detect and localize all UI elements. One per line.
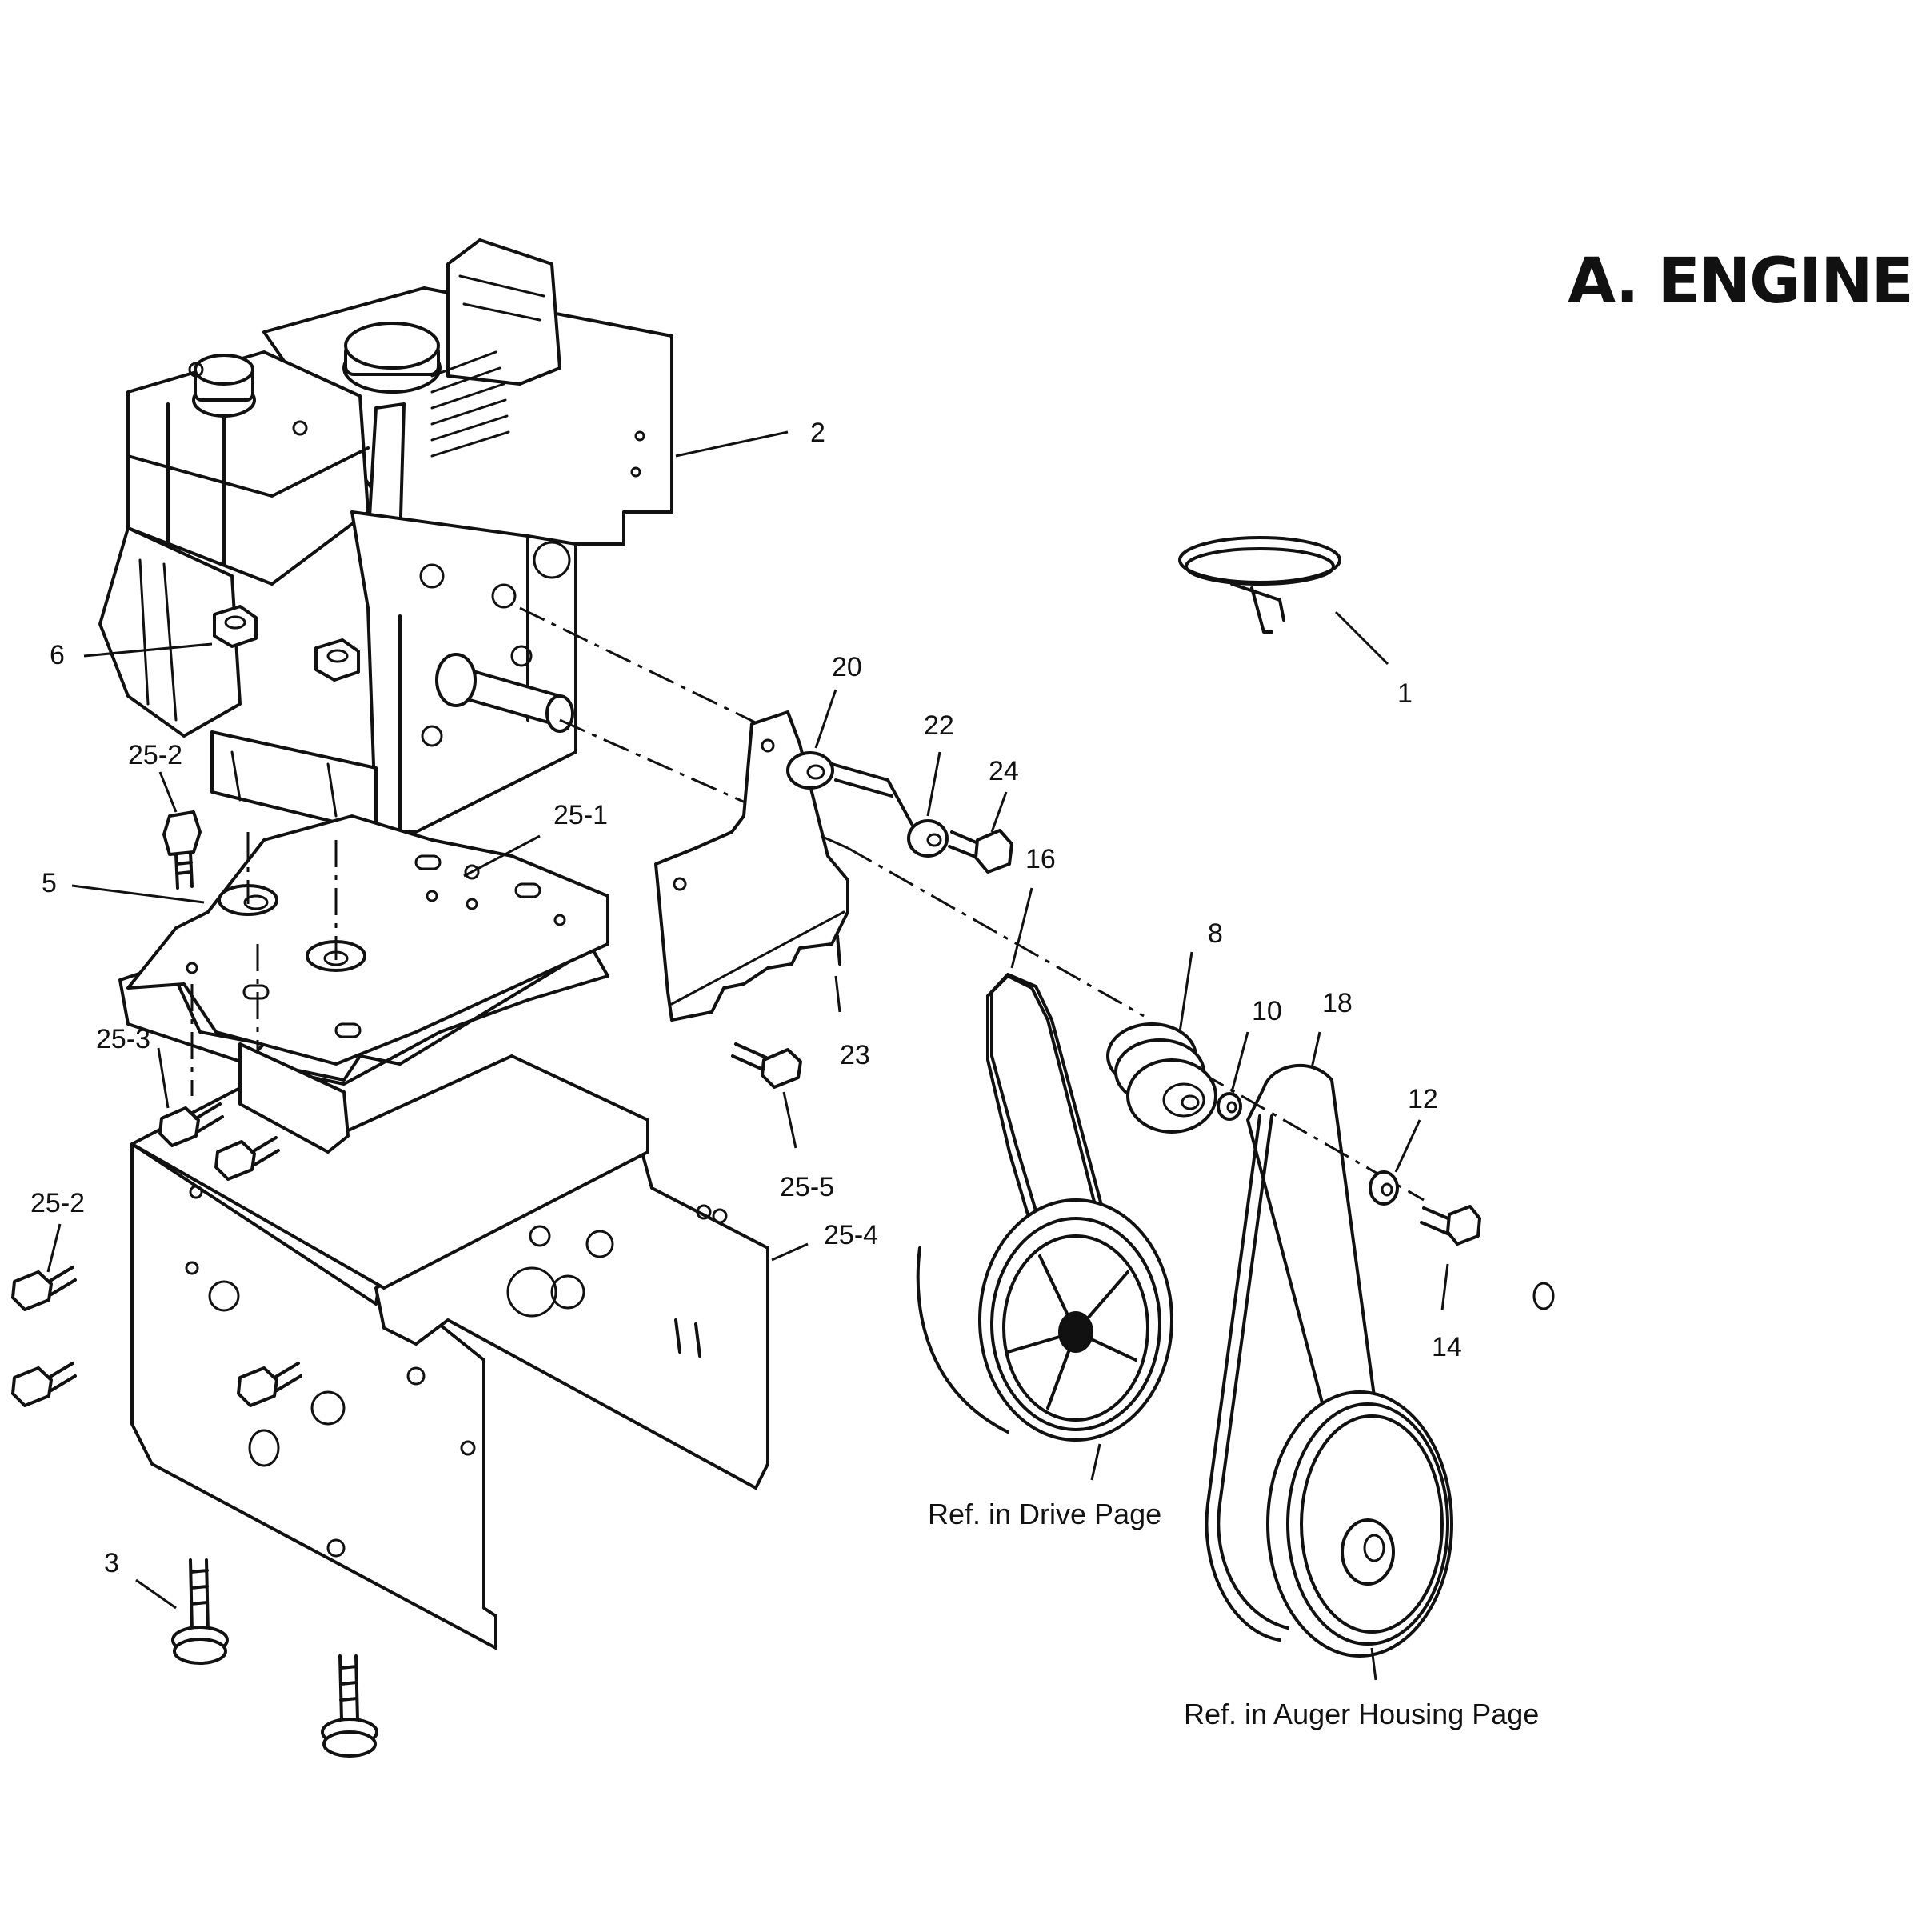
callout-25-3: 25-3 <box>96 1024 150 1054</box>
callout-labels: 2 1 6 20 22 24 16 25-2 25-1 5 8 10 18 23… <box>30 418 1462 1578</box>
pulley-part-8 <box>1106 1022 1217 1134</box>
plate-slots <box>186 854 566 1038</box>
callout-25-5: 25-5 <box>780 1172 834 1202</box>
callout-23: 23 <box>840 1040 870 1070</box>
cooling-fins <box>430 350 510 458</box>
section-title: A. ENGINE <box>1568 246 1912 318</box>
callout-2: 2 <box>810 418 825 448</box>
washer-part-10 <box>1217 1092 1242 1121</box>
callout-8: 8 <box>1208 918 1223 949</box>
leader-lines <box>46 430 1449 1681</box>
callout-22: 22 <box>924 710 954 741</box>
drive-belt-part-16 <box>986 973 1104 1230</box>
washer-part-12 <box>1369 1170 1399 1206</box>
nut-part-6 <box>213 605 360 682</box>
small-clip <box>1532 1282 1555 1310</box>
callout-25-2-top: 25-2 <box>128 740 182 770</box>
bolt-part-24 <box>948 829 1013 874</box>
ref-drive-page: Ref. in Drive Page <box>928 1498 1161 1530</box>
drive-pulley <box>916 1198 1173 1442</box>
callout-25-2-lower: 25-2 <box>30 1188 85 1218</box>
callout-3: 3 <box>104 1548 119 1578</box>
callout-10: 10 <box>1252 996 1282 1026</box>
callout-1: 1 <box>1397 678 1413 709</box>
callout-25-1: 25-1 <box>553 800 608 830</box>
frame-25-4 <box>130 1042 769 1650</box>
auger-pulley <box>1266 1390 1453 1658</box>
bolt-25-2-lower <box>11 1266 302 1407</box>
carriage-bolt-part-3 <box>171 1558 378 1758</box>
callout-16: 16 <box>1025 844 1056 874</box>
callout-20: 20 <box>832 652 862 682</box>
callout-24: 24 <box>989 756 1019 786</box>
callout-5: 5 <box>42 868 57 898</box>
bracket-part-23 <box>654 710 849 1022</box>
callout-6: 6 <box>50 640 65 670</box>
callout-25-4: 25-4 <box>824 1220 878 1250</box>
frame-holes <box>185 1185 728 1558</box>
callout-14: 14 <box>1432 1332 1462 1362</box>
ref-auger-housing-page: Ref. in Auger Housing Page <box>1184 1698 1539 1730</box>
bolt-25-2-top <box>162 810 202 890</box>
engine-assembly <box>98 238 673 834</box>
callout-12: 12 <box>1408 1084 1438 1114</box>
bolt-25-5 <box>731 1042 802 1089</box>
ignition-wire-part-1 <box>1178 536 1341 634</box>
bolt-25-3 <box>158 1102 280 1181</box>
spacer-part-20 <box>786 751 913 826</box>
bolt-part-14 <box>1420 1205 1481 1246</box>
callout-18: 18 <box>1322 988 1353 1018</box>
